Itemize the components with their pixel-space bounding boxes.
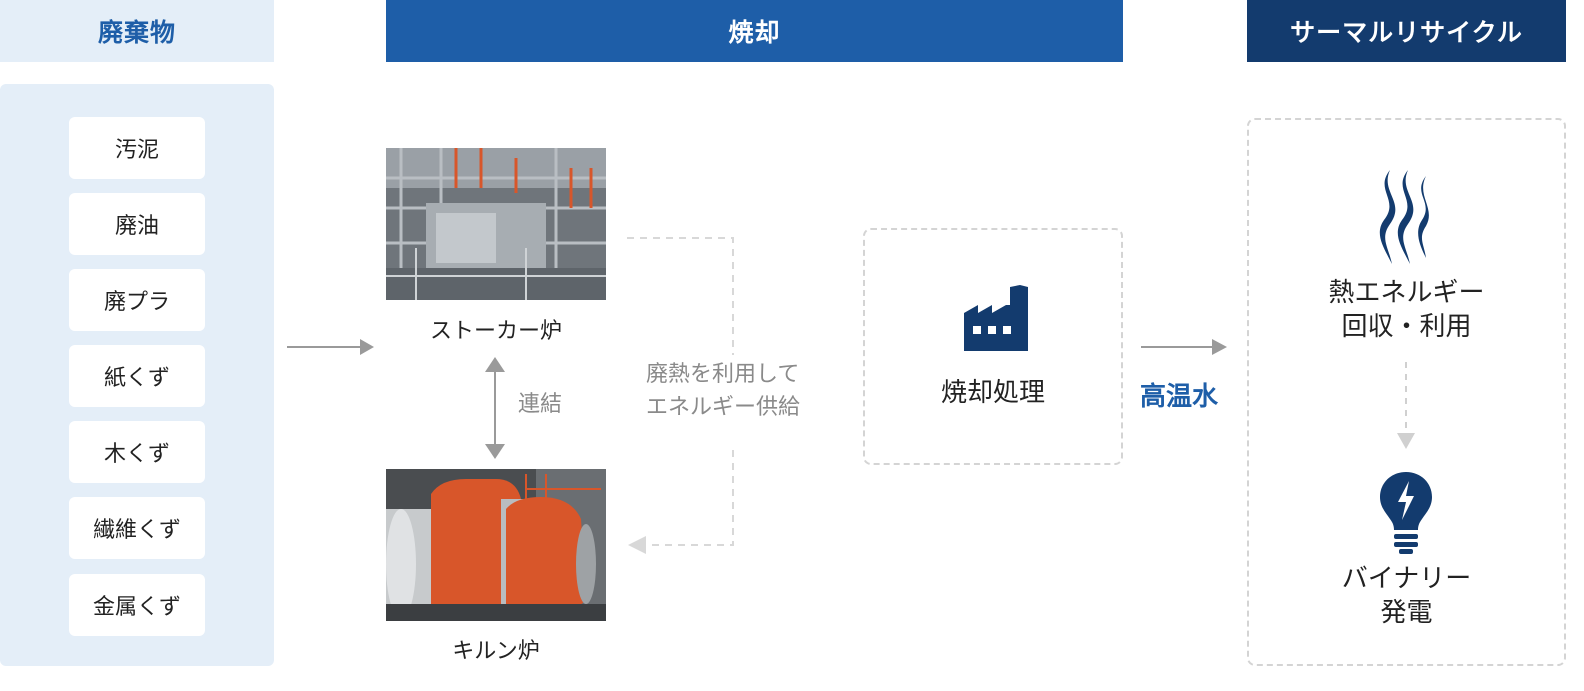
header-thermal-recycle: サーマルリサイクル <box>1247 0 1566 62</box>
arrow-link-double <box>485 357 505 459</box>
waste-item-waste-oil: 廃油 <box>69 193 205 255</box>
arrow-waste-heat-loop <box>627 237 734 554</box>
thermal-recycle-box <box>1247 118 1566 666</box>
waste-item-wood: 木くず <box>69 421 205 483</box>
waste-heat-note-line2: エネルギー供給 <box>646 395 801 420</box>
link-label: 連結 <box>518 392 563 417</box>
header-incineration: 焼却 <box>386 0 1123 62</box>
stoker-furnace-label: ストーカー炉 <box>429 319 562 344</box>
heat-energy-line2: 回収・利用 <box>1341 312 1472 342</box>
waste-heat-note-line1: 廃熱を利用して <box>646 362 800 387</box>
arrow-heat-to-power <box>1397 362 1415 449</box>
kiln-furnace-label: キルン炉 <box>452 639 540 664</box>
waste-item-metal: 金属くず <box>69 574 205 636</box>
binary-power-label: バイナリー 発電 <box>1247 562 1566 630</box>
lightbulb-icon <box>1380 472 1432 554</box>
heat-energy-label: 熱エネルギー 回収・利用 <box>1247 276 1566 344</box>
binary-power-line1: バイナリー <box>1341 564 1472 594</box>
stoker-furnace-photo <box>386 148 606 300</box>
waste-item-fiber: 繊維くず <box>69 497 205 559</box>
factory-icon <box>964 285 1028 351</box>
incineration-process-box <box>863 228 1123 465</box>
heat-waves-icon <box>1379 170 1429 264</box>
waste-item-sludge: 汚泥 <box>69 117 205 179</box>
hot-water-label: 高温水 <box>1140 382 1219 412</box>
waste-item-paper: 紙くず <box>69 345 205 407</box>
waste-heat-note: 廃熱を利用して エネルギー供給 <box>646 358 836 424</box>
heat-energy-line1: 熱エネルギー <box>1328 278 1485 308</box>
waste-item-waste-plastic: 廃プラ <box>69 269 205 331</box>
header-waste: 廃棄物 <box>0 0 274 62</box>
incineration-process-label: 焼却処理 <box>940 378 1045 408</box>
arrow-to-thermal <box>1141 339 1227 355</box>
arrow-waste-to-furnace <box>287 339 374 355</box>
binary-power-line2: 発電 <box>1380 598 1433 628</box>
kiln-furnace-photo <box>386 469 606 621</box>
